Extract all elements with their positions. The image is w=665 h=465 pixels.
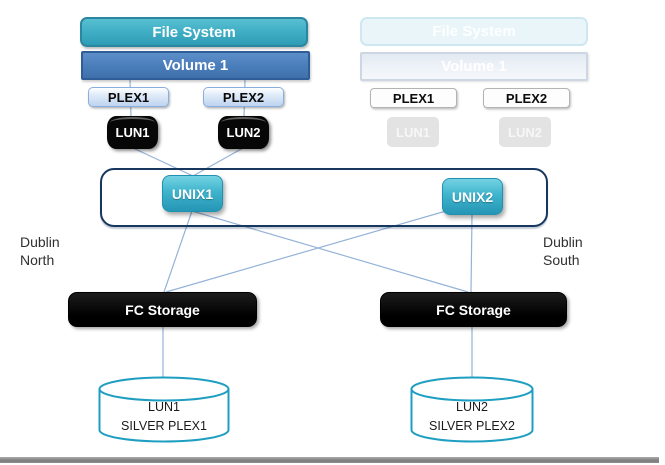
connector-line: [163, 210, 193, 293]
volume-box-right-ghost: Volume 1: [360, 52, 588, 81]
site-label-south-line1: Dublin: [543, 234, 583, 250]
site-label-north: Dublin North: [20, 233, 60, 269]
connector-line: [132, 147, 194, 177]
bottom-divider-bar: [0, 457, 659, 463]
file-system-box-left: File System: [80, 17, 308, 47]
volume-box-left: Volume 1: [81, 51, 310, 80]
disk-label-left-line1: LUN1: [148, 400, 180, 414]
lun1-box-right-ghost: LUN1: [387, 117, 439, 147]
plex2-box-right: PLEX2: [483, 88, 570, 108]
plex1-box-left: PLEX1: [88, 87, 169, 107]
site-label-north-line2: North: [20, 252, 55, 268]
connector-line: [470, 214, 473, 293]
disk-label-right-line1: LUN2: [456, 400, 488, 414]
fc-storage-left: FC Storage: [68, 292, 257, 327]
disk-label-left: LUN1 SILVER PLEX1: [98, 398, 230, 436]
disk-label-right-line2: SILVER PLEX2: [429, 419, 515, 433]
connector-line: [165, 210, 447, 293]
disk-cylinder-right: LUN2 SILVER PLEX2: [410, 376, 534, 444]
connector-line: [191, 210, 469, 293]
unix1-node: UNIX1: [162, 175, 223, 212]
lun2-box-left: LUN2: [218, 116, 269, 149]
site-label-south: Dublin South: [543, 233, 583, 269]
plex1-box-right: PLEX1: [370, 88, 457, 108]
disk-label-right: LUN2 SILVER PLEX2: [410, 398, 534, 436]
disk-cylinder-left: LUN1 SILVER PLEX1: [98, 376, 230, 444]
disk-label-left-line2: SILVER PLEX1: [121, 419, 207, 433]
unix-cluster-container: [100, 168, 548, 227]
unix2-node: UNIX2: [442, 178, 503, 215]
lun1-box-left: LUN1: [107, 116, 158, 149]
site-label-south-line2: South: [543, 252, 580, 268]
fc-storage-right: FC Storage: [380, 292, 567, 327]
lun2-box-right-ghost: LUN2: [499, 117, 551, 147]
cylinder-shape-icon: [410, 376, 534, 443]
plex2-box-left: PLEX2: [203, 87, 284, 107]
cylinder-shape-icon: [98, 376, 230, 443]
file-system-box-right-ghost: File System: [360, 17, 588, 46]
site-label-north-line1: Dublin: [20, 234, 60, 250]
connector-line: [192, 147, 244, 177]
